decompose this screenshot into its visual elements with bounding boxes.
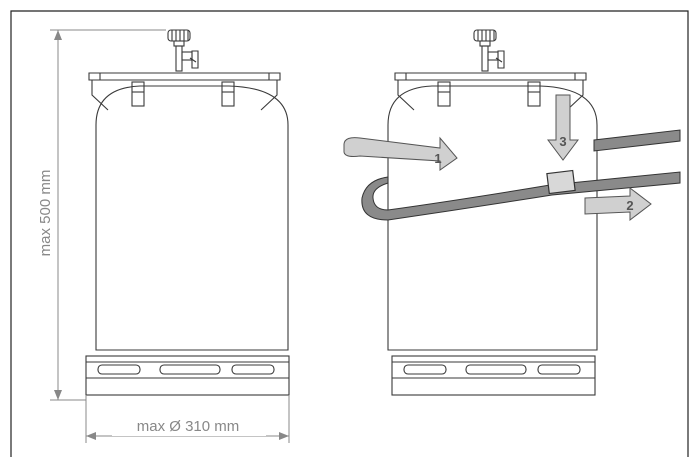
cylinder-right (387, 29, 598, 396)
lug-left (131, 81, 145, 107)
collar (394, 72, 587, 81)
cylinder-body (95, 85, 289, 351)
valve-knob-icon (473, 29, 505, 72)
figure-frame (10, 10, 689, 457)
lug-right (221, 81, 235, 107)
buckle-icon (546, 169, 576, 195)
step-1-arrow (343, 136, 458, 171)
collar (88, 72, 281, 81)
step-3-number: 3 (559, 134, 566, 149)
height-dimension (50, 29, 166, 401)
arrow-curved-icon (343, 136, 458, 171)
strap (361, 171, 681, 221)
step-2-arrow (584, 186, 652, 222)
arrowhead-down-icon (54, 390, 62, 400)
cylinder-left (85, 29, 290, 396)
arrowhead-left-icon (86, 432, 96, 440)
lug-right (527, 81, 541, 107)
step-3-arrow (547, 94, 579, 161)
height-label: max 500 mm (37, 170, 54, 257)
arrowhead-up-icon (54, 30, 62, 40)
step-2-number: 2 (626, 198, 633, 213)
arrow-down-icon (547, 94, 579, 161)
strap-upper-tail (593, 129, 681, 152)
diameter-label: max Ø 310 mm (137, 418, 240, 435)
foot-ring (85, 355, 290, 396)
foot-ring (391, 355, 596, 396)
arrowhead-right-icon (279, 432, 289, 440)
cylinder-body (387, 85, 598, 351)
valve-knob-icon (167, 29, 199, 72)
lug-left (437, 81, 451, 107)
step-1-number: 1 (434, 151, 441, 166)
arrow-right-icon (584, 186, 652, 222)
